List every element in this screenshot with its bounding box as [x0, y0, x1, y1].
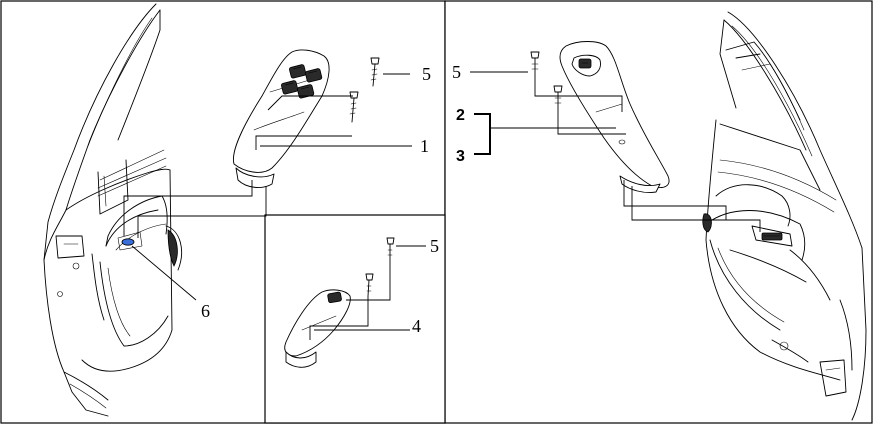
switch-button-icon: [297, 84, 315, 99]
master-window-switch: [232, 49, 330, 188]
switch-button-icon: [281, 80, 299, 95]
callout-1: 1: [420, 136, 429, 156]
switch-button-icon: [327, 291, 342, 304]
screw-upper-right: [530, 51, 540, 77]
callout-6: 6: [201, 301, 210, 321]
right-panel-frame: [444, 0, 873, 424]
switch-button-icon: [305, 68, 323, 83]
callout-5-left: 5: [422, 64, 431, 84]
callout-5-right: 5: [452, 62, 461, 82]
left-door-panel: [43, 3, 182, 417]
inset-single-switch: [284, 289, 351, 368]
screw-mid-right: [553, 85, 563, 111]
inset-panel-frame: [264, 214, 446, 424]
switch-button-icon: [578, 58, 592, 69]
left-leaders: [123, 73, 412, 301]
screw-upper-left: [370, 57, 380, 87]
switch-recess-icon: [761, 232, 783, 241]
callout-bracket: [474, 113, 491, 155]
screw-inset-lower: [365, 273, 374, 297]
passenger-window-switch: [559, 41, 670, 193]
switch-button-icon: [289, 64, 307, 79]
window-switch-bulb: [121, 238, 135, 246]
right-door-panel: [702, 11, 867, 421]
right-leaders: [470, 71, 761, 232]
callout-5-inset: 5: [430, 236, 439, 256]
callout-4: 4: [412, 316, 421, 336]
callout-2: 2: [456, 107, 465, 124]
callout-3: 3: [456, 148, 465, 165]
inset-leaders: [309, 245, 426, 340]
screw-inset-upper: [386, 237, 395, 263]
